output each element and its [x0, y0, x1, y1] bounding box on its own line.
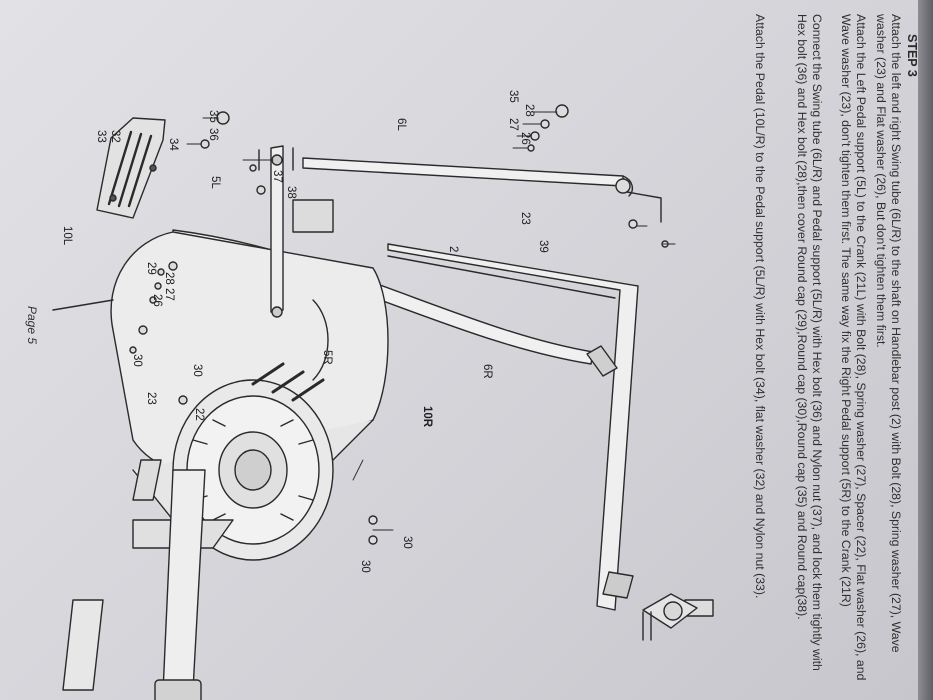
part-label: 23	[519, 212, 531, 225]
part-label: 32	[109, 130, 121, 143]
part-label: 27	[507, 118, 519, 131]
part-label: 6L	[395, 118, 407, 131]
swing-tube-left-part	[302, 157, 662, 223]
part-label: 5R	[321, 350, 333, 365]
part-label: 30	[131, 354, 143, 367]
part-label: 30	[359, 560, 371, 573]
part-label: 10L	[61, 226, 73, 246]
part-label: 33	[95, 130, 107, 143]
handlebar-post-part	[387, 243, 714, 641]
part-label: 36	[207, 128, 219, 141]
part-label: 37	[271, 170, 283, 183]
part-label: 5L	[209, 176, 221, 189]
part-label: 6R	[481, 364, 493, 379]
page-number: Page 5	[25, 306, 39, 345]
fasteners	[129, 104, 669, 545]
part-label: 34	[167, 138, 179, 151]
paper-edge-shadow	[918, 0, 933, 700]
part-label: 28	[523, 104, 535, 117]
main-frame-part	[52, 199, 389, 561]
part-label: 39	[537, 240, 549, 253]
part-label: 30	[191, 364, 203, 377]
part-label: 38	[285, 186, 297, 199]
pedal-left-part	[96, 117, 166, 219]
rear-stabilizer-part	[62, 459, 206, 700]
part-label: 28	[163, 272, 175, 285]
part-label: 10R	[421, 406, 433, 428]
part-label: 35	[507, 90, 519, 103]
part-label: 2	[447, 246, 459, 253]
part-label: 27	[163, 288, 175, 301]
pedal-support-left-part	[258, 145, 294, 318]
part-label: 35	[207, 110, 219, 123]
part-label: 23	[145, 392, 157, 405]
part-label: 26	[519, 132, 531, 145]
part-label: 30	[401, 536, 413, 549]
part-label: 22	[193, 408, 205, 421]
leader-lines	[186, 111, 676, 531]
part-label: 29	[145, 262, 157, 275]
part-label: 26	[151, 294, 163, 307]
